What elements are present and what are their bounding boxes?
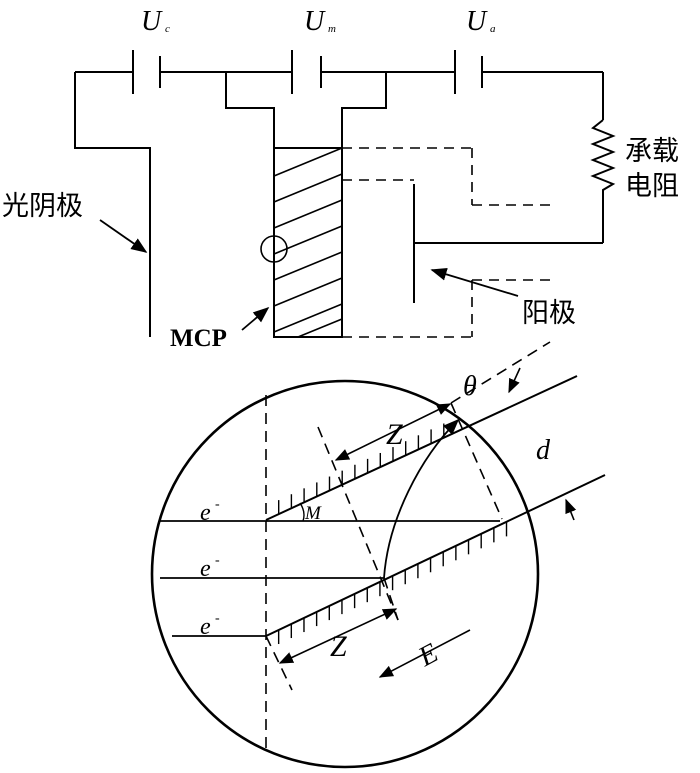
voltage-um-subscript: m (328, 23, 336, 35)
voltage-ua-label: U a (466, 6, 496, 37)
field-label: E (413, 638, 444, 674)
photocathode-wire (75, 72, 150, 337)
voltage-uc-subscript: c (165, 23, 170, 35)
battery-um (292, 50, 321, 94)
voltage-um-symbol: U (304, 6, 326, 37)
mcp-label: MCP (170, 325, 227, 352)
photocathode-label: 光阴极 (2, 191, 83, 222)
upper-wall-hatching (279, 424, 444, 515)
theta-reference (451, 342, 550, 403)
electron-label-bottom: e - (200, 611, 220, 640)
mcp-hatching (274, 148, 342, 337)
z-bottom-dimension (278, 609, 398, 663)
svg-text:e: e (200, 500, 211, 526)
load-resistor (593, 120, 613, 243)
mcp-right-wire (342, 72, 386, 148)
electron-label-top: e - (200, 497, 220, 526)
z-bottom-label: Z (330, 630, 347, 663)
voltage-uc-symbol: U (141, 6, 163, 37)
field-arrow (378, 630, 470, 677)
d-arrow-top (509, 368, 520, 394)
voltage-um-label: U m (304, 6, 336, 37)
angle-arc (300, 503, 304, 521)
channel-magnifier-circle (152, 381, 538, 767)
electron-label-middle: e - (200, 553, 220, 582)
dashed-enclosure (342, 148, 550, 337)
z-top-label: Z (386, 418, 403, 451)
svg-text:-: - (215, 611, 220, 626)
d-arrow-bottom (566, 498, 577, 520)
battery-uc (133, 50, 160, 94)
photocathode-pointer (100, 220, 148, 253)
perp-line-bottom (266, 636, 292, 690)
voltage-ua-subscript: a (490, 23, 496, 35)
d-label: d (536, 435, 551, 466)
svg-text:-: - (215, 553, 220, 568)
circuit-diagram (75, 50, 613, 337)
svg-text:-: - (215, 497, 220, 512)
theta-label: θ (463, 371, 477, 402)
z-top-dimension (334, 404, 452, 460)
voltage-ua-symbol: U (466, 6, 488, 37)
load-label-line2: 电阻 (625, 171, 679, 202)
perp-line-right (451, 403, 502, 519)
battery-ua (455, 50, 482, 94)
angle-label: M (304, 503, 322, 524)
mcp-plate (274, 148, 342, 337)
svg-text:e: e (200, 614, 211, 640)
svg-text:e: e (200, 556, 211, 582)
voltage-uc-label: U c (141, 6, 170, 37)
lower-wall-hatching (279, 522, 507, 644)
anode-pointer (430, 268, 518, 296)
channel-diagram (152, 342, 605, 767)
mcp-channel-marker (261, 236, 287, 262)
perp-line-left (318, 427, 398, 620)
mcp-left-wire (226, 72, 274, 337)
lower-channel-wall (266, 475, 605, 636)
load-label-line1: 承载 (625, 136, 679, 167)
mcp-pointer (242, 306, 270, 330)
anode-label: 阳极 (522, 298, 576, 329)
